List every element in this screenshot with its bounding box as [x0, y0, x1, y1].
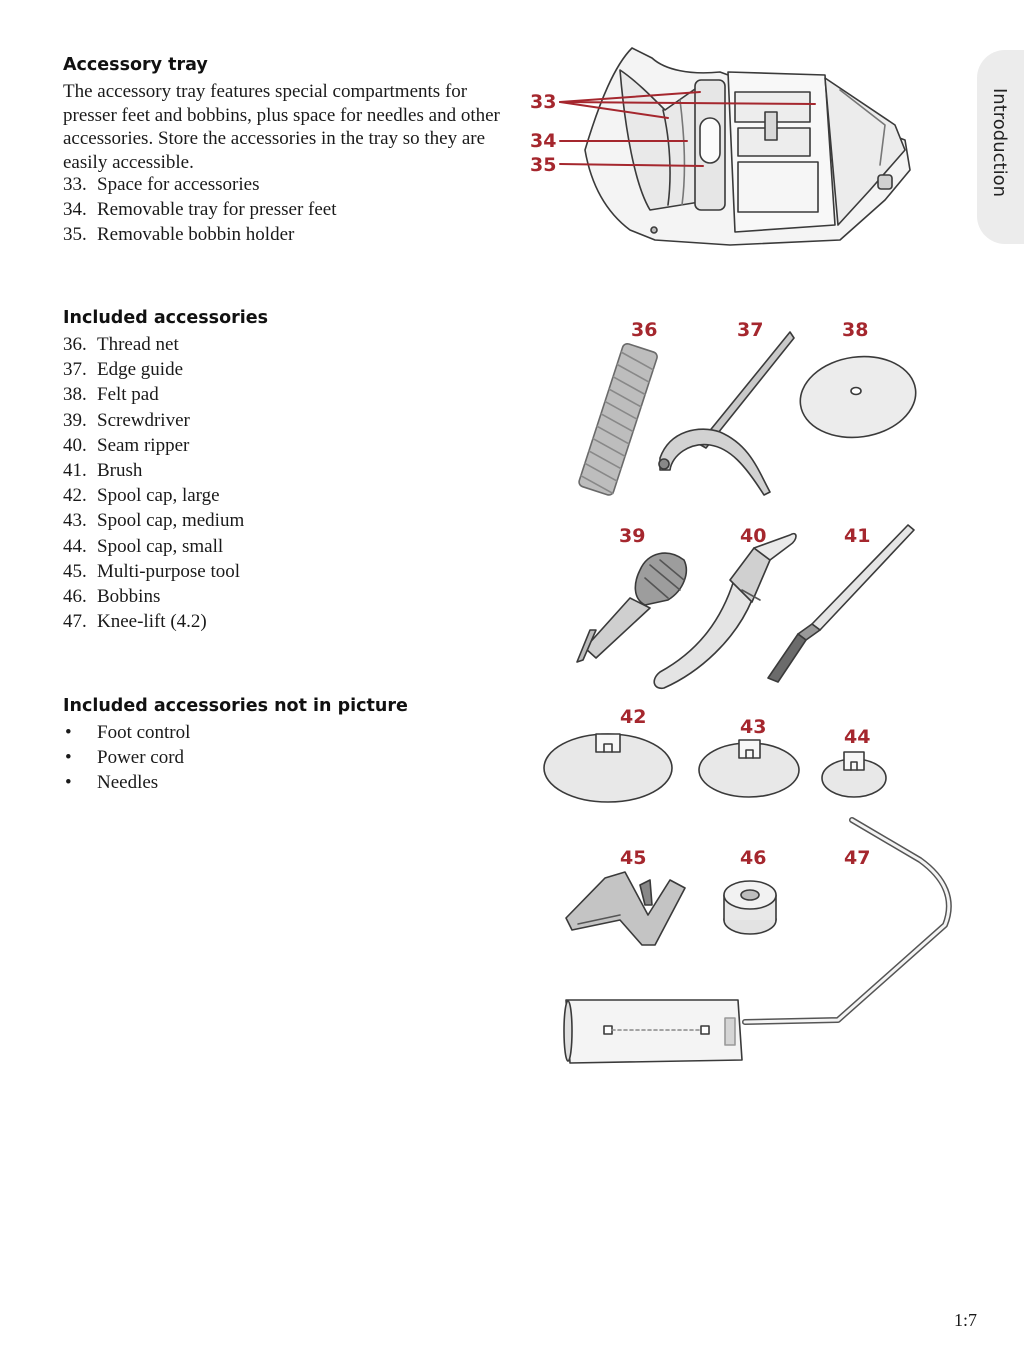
list-item: 44.Spool cap, small: [63, 535, 224, 557]
list-item: 45.Multi-purpose tool: [63, 560, 241, 582]
list-item: 39.Screwdriver: [63, 409, 190, 431]
spool-cap-medium-drawing: [698, 739, 800, 798]
label-35: 35: [530, 154, 556, 176]
label-37: 37: [737, 319, 763, 341]
label-34: 34: [530, 130, 556, 152]
accessory-tray-heading: Accessory tray: [63, 55, 208, 75]
list-item: •Needles: [65, 772, 159, 794]
label-47: 47: [844, 847, 870, 869]
label-40: 40: [740, 525, 766, 547]
thread-net-drawing: [578, 342, 658, 496]
label-39: 39: [619, 525, 645, 547]
bobbin-drawing: [723, 880, 777, 935]
page-number: 1:7: [954, 1310, 978, 1330]
list-item: 43.Spool cap, medium: [63, 510, 245, 532]
list-item: 34.Removable tray for presser feet: [63, 199, 337, 221]
list-item: 47.Knee-lift (4.2): [63, 611, 207, 633]
included-accessories-heading: Included accessories: [63, 308, 269, 328]
list-item: 37.Edge guide: [63, 359, 184, 381]
multi-purpose-tool-drawing: [565, 871, 686, 946]
label-38: 38: [842, 319, 868, 341]
list-item: •Foot control: [65, 722, 191, 743]
list-item: •Power cord: [65, 747, 185, 769]
label-36: 36: [631, 319, 657, 341]
list-item: 46.Bobbins: [63, 585, 161, 607]
screwdriver-drawing: [576, 552, 688, 663]
list-item: 35.Removable bobbin holder: [63, 224, 295, 246]
accessory-tray-drawing: [584, 47, 911, 246]
spool-cap-small-drawing: [821, 751, 887, 798]
felt-pad-drawing: [799, 355, 917, 439]
seam-ripper-drawing: [653, 532, 797, 690]
section-tab-label: Introduction: [989, 88, 1010, 198]
not-in-picture-heading: Included accessories not in picture: [63, 696, 408, 716]
label-41: 41: [844, 525, 870, 547]
label-43: 43: [740, 716, 766, 738]
label-46: 46: [740, 847, 766, 869]
list-item: 41.Brush: [63, 459, 143, 481]
edge-guide-drawing: [658, 331, 795, 496]
accessory-tray-paragraph: The accessory tray features special comp…: [63, 81, 500, 173]
label-45: 45: [620, 847, 646, 869]
included-accessories-list: 36.Thread net 37.Edge guide 38.Felt pad …: [63, 332, 244, 634]
list-item: 40.Seam ripper: [63, 434, 190, 456]
not-in-picture-list: •Foot control •Power cord •Needles: [63, 720, 190, 796]
brush-drawing: [767, 524, 915, 683]
section-tab: [977, 50, 1024, 244]
list-item: 36.Thread net: [63, 334, 179, 355]
accessory-tray-list: 33.Space for accessories 34.Removable tr…: [63, 172, 337, 248]
list-item: 33.Space for accessories: [63, 174, 260, 195]
tray-callout-lines: [559, 91, 816, 167]
label-42: 42: [620, 706, 646, 728]
spool-cap-large-drawing: [543, 733, 673, 803]
knee-lift-drawing: [563, 817, 952, 1064]
list-item: 38.Felt pad: [63, 384, 159, 406]
list-item: 42.Spool cap, large: [63, 485, 220, 507]
label-33: 33: [530, 91, 556, 113]
label-44: 44: [844, 726, 870, 748]
